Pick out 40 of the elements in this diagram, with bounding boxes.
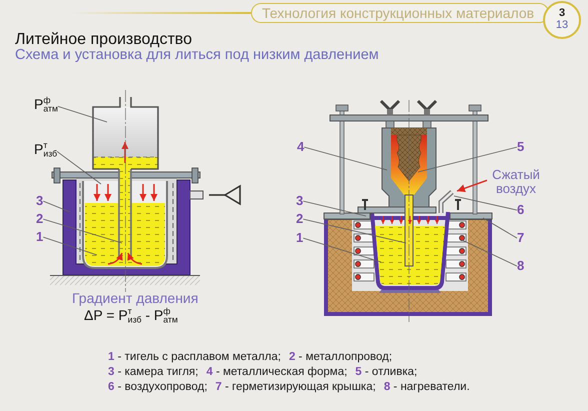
key-entry: 5 - отливка;: [355, 366, 418, 378]
key-entry: 6 - воздухопровод;: [108, 381, 208, 393]
leader-line: [454, 196, 518, 210]
leader-line: [418, 146, 518, 172]
callout-number: 7: [517, 231, 524, 246]
header-title: Технология конструкционных материалов: [251, 3, 550, 23]
leader-line: [42, 218, 122, 244]
leader-line: [482, 218, 518, 238]
leader-line: [302, 238, 382, 262]
page-title: Литейное производство: [15, 31, 192, 48]
callout-text: Сжатый воздух: [487, 168, 545, 196]
leader-line: [302, 200, 366, 216]
callout-number: 8: [517, 259, 524, 274]
leader-line: [302, 218, 406, 244]
key-entry: 8 - нагреватели.: [384, 381, 470, 393]
leader-line: [42, 200, 70, 212]
formula-caption: Градиент давления: [72, 291, 198, 306]
callout-number: 5: [517, 140, 524, 154]
leader-line: [58, 106, 108, 122]
callout-number: 3: [36, 194, 44, 208]
key-entry: 7 - герметизирующая крышка;: [215, 381, 376, 393]
callout-number: 1: [296, 231, 304, 246]
chapter-number: 3: [558, 7, 566, 20]
leader-line: [42, 236, 98, 256]
callout-number: 6: [517, 203, 524, 218]
callout-number: 2: [36, 212, 44, 226]
arrow: [456, 180, 488, 192]
callout-number: 4: [297, 140, 304, 154]
subtitle: Схема и установка для литься под низким давлением: [15, 48, 379, 64]
leader-line: [56, 151, 102, 184]
key-entry: 2 - металлопровод;: [288, 351, 392, 363]
key-entry: 3 - камера тигля;: [108, 366, 198, 378]
key-entry: 1 - тигель с расплавом металла;: [108, 351, 281, 363]
callout-number: 2: [296, 212, 304, 226]
page-number: 13: [554, 19, 570, 32]
leader-line: [462, 240, 518, 266]
callout-number: 1: [36, 230, 44, 244]
key-entry: 4 - металлическая форма;: [206, 366, 348, 378]
leader-line: [304, 146, 388, 170]
callout-number: 3: [296, 194, 304, 208]
